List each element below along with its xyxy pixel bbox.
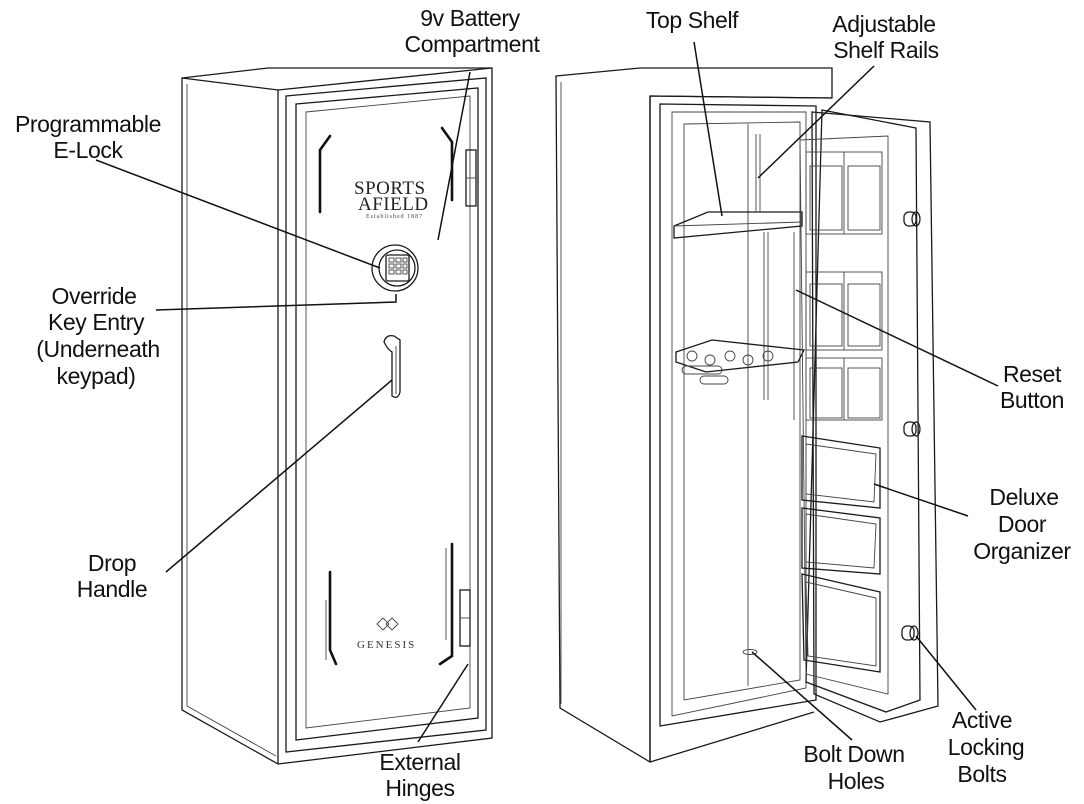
svg-text:E-Lock: E-Lock (53, 137, 123, 163)
svg-text:Hinges: Hinges (385, 775, 454, 801)
leader-bolt-holes (751, 651, 853, 741)
leader-hinges (417, 663, 469, 743)
leader-drop-handle (165, 379, 393, 573)
svg-text:Adjustable: Adjustable (832, 11, 935, 37)
svg-text:Holes: Holes (828, 768, 885, 794)
open-safe (555, 67, 939, 764)
label-top-shelf: Top Shelf (646, 7, 740, 33)
closed-safe: SPORTS AFIELD Established 1887 GENESIS (181, 67, 493, 765)
active-locking-bolts (901, 211, 921, 641)
leader-shelf-rails (757, 65, 875, 179)
svg-text:Bolts: Bolts (957, 761, 1006, 787)
svg-text:Active: Active (952, 707, 1012, 733)
svg-text:keypad): keypad) (56, 363, 135, 389)
svg-text:Button: Button (1000, 387, 1064, 413)
svg-text:(Underneath: (Underneath (36, 336, 159, 362)
label-organizer: Deluxe Door Organizer (973, 484, 1072, 564)
leader-organizer (873, 483, 969, 517)
adjustable-shelf-rails (755, 134, 795, 420)
svg-text:Programmable: Programmable (15, 111, 161, 137)
svg-text:Locking: Locking (948, 734, 1024, 760)
svg-text:Established 1887: Established 1887 (366, 214, 423, 220)
svg-text:Override: Override (52, 283, 137, 309)
leader-override (155, 294, 397, 311)
deluxe-door-organizer (801, 435, 881, 673)
svg-text:Reset: Reset (1003, 361, 1062, 387)
label-reset: Reset Button (1000, 361, 1065, 413)
svg-text:9v Battery: 9v Battery (420, 5, 520, 31)
bolt-down-hole (742, 649, 758, 655)
svg-text:Deluxe: Deluxe (989, 484, 1058, 510)
svg-text:Organizer: Organizer (973, 538, 1071, 564)
drop-handle (383, 334, 401, 398)
svg-text:Drop: Drop (88, 550, 136, 576)
label-shelf-rails: Adjustable Shelf Rails (832, 11, 939, 63)
svg-text:Handle: Handle (77, 576, 148, 602)
leader-locking-bolts (915, 635, 977, 711)
svg-text:External: External (379, 749, 460, 775)
label-drop-handle: Drop Handle (77, 550, 148, 602)
label-hinges: External Hinges (379, 749, 461, 801)
svg-text:Top Shelf: Top Shelf (646, 7, 739, 33)
genesis-logo: GENESIS (357, 617, 416, 651)
svg-text:Compartment: Compartment (405, 31, 541, 57)
door-accent-lines (318, 126, 454, 666)
gun-rack (675, 339, 805, 385)
leader-top-shelf (693, 41, 723, 217)
svg-text:Key Entry: Key Entry (48, 309, 145, 335)
leader-elock (95, 159, 381, 269)
svg-text:Door: Door (998, 511, 1047, 537)
svg-text:Bolt Down: Bolt Down (803, 741, 904, 767)
label-bolt-holes: Bolt Down Holes (803, 741, 905, 794)
label-elock: Programmable E-Lock (15, 111, 161, 163)
leader-reset (795, 289, 999, 387)
label-locking-bolts: Active Locking Bolts (948, 707, 1025, 787)
svg-text:Shelf Rails: Shelf Rails (833, 37, 939, 63)
leader-battery (437, 71, 471, 241)
label-override: Override Key Entry (Underneath keypad) (36, 283, 160, 389)
external-hinges (459, 149, 477, 647)
sports-afield-logo: SPORTS AFIELD Established 1887 (354, 178, 429, 220)
top-shelf (673, 211, 803, 239)
svg-text:AFIELD: AFIELD (358, 194, 429, 215)
svg-text:GENESIS: GENESIS (357, 639, 416, 651)
leader-lines (95, 41, 999, 743)
svg-text:SPORTS: SPORTS (354, 178, 426, 199)
open-door (799, 109, 939, 723)
label-battery: 9v Battery Compartment (405, 5, 541, 57)
